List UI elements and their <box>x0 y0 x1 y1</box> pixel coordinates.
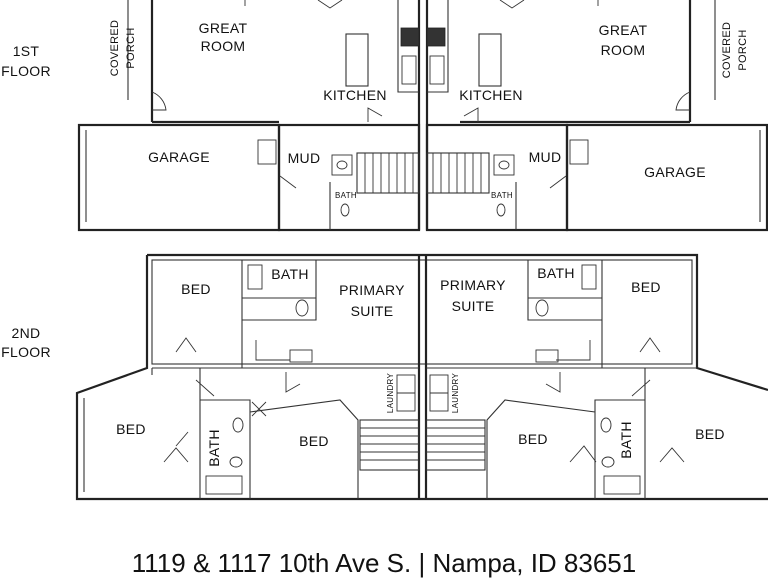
bath-upper-right-label: BATH <box>537 265 575 281</box>
toilet-lower-right-icon <box>601 456 615 468</box>
great-room-left-label-1: GREAT <box>199 20 248 36</box>
tub-lower-left-icon <box>205 475 243 495</box>
covered-porch-right-label-2: PORCH <box>737 29 749 70</box>
bath-small-right-label: BATH <box>491 191 513 200</box>
garage-right-walls <box>565 123 768 232</box>
kitchen-left-label: KITCHEN <box>323 87 387 103</box>
first-floor-label-line1: 1ST <box>13 43 40 59</box>
primary-right-label-2: SUITE <box>452 298 495 314</box>
covered-porch-left-label-1: COVERED <box>109 20 121 77</box>
second-floor-outer-wall <box>75 253 768 501</box>
kitchen-right-label: KITCHEN <box>459 87 523 103</box>
stairs-upper-left-icon <box>359 419 420 471</box>
bed-lower-far-right-label: BED <box>695 426 725 442</box>
property-address: 1119 & 1117 10th Ave S. | Nampa, ID 8365… <box>131 548 637 578</box>
first-floor-outer-wall <box>150 0 692 124</box>
stairs-left-icon <box>356 152 420 194</box>
tub-upper-left-icon <box>247 264 263 290</box>
stove-left-icon <box>400 27 420 47</box>
mud-right-walls <box>425 123 569 232</box>
sink-lower-right-icon <box>600 417 612 433</box>
toilet-lower-left-icon <box>229 456 243 468</box>
toilet-upper-left-icon <box>295 299 309 317</box>
laundry-left-label: LAUNDRY <box>386 373 395 414</box>
covered-porch-left-label-2: PORCH <box>125 27 137 68</box>
second-floor-plan: 2ND FLOOR <box>1 253 768 501</box>
bath-lower-right-label: BATH <box>618 421 634 459</box>
primary-left-label-1: PRIMARY <box>339 282 405 298</box>
garage-left-label: GARAGE <box>148 149 210 165</box>
tub-lower-right-icon <box>603 475 641 495</box>
toilet-left-icon <box>340 203 350 217</box>
bed-lower-right-label: BED <box>518 431 548 447</box>
great-room-right-label-1: GREAT <box>599 22 648 38</box>
stairs-right-icon <box>426 152 490 194</box>
bath-lower-left-label: BATH <box>206 429 222 467</box>
stove-right-icon <box>426 27 446 47</box>
sink-left-icon <box>331 154 353 176</box>
sink-right-icon <box>493 154 515 176</box>
bed-upper-right-label: BED <box>631 279 661 295</box>
toilet-upper-right-icon <box>535 299 549 317</box>
covered-porch-right-label-1: COVERED <box>721 22 733 79</box>
bed-lower-left-label: BED <box>299 433 329 449</box>
second-floor-label-line1: 2ND <box>12 325 41 341</box>
mud-left-walls <box>277 123 421 232</box>
second-floor-label-line2: FLOOR <box>1 344 51 360</box>
great-room-left-label-2: ROOM <box>201 38 246 54</box>
toilet-right-icon <box>496 203 506 217</box>
first-floor-plan: 1ST FLOOR <box>1 0 768 232</box>
stairs-upper-right-icon <box>425 419 486 471</box>
primary-right-label-1: PRIMARY <box>440 277 506 293</box>
laundry-right-label: LAUNDRY <box>451 373 460 414</box>
bath-small-left-label: BATH <box>335 191 357 200</box>
primary-left-label-2: SUITE <box>351 303 394 319</box>
bed-lower-far-left-label: BED <box>116 421 146 437</box>
first-floor-label-line2: FLOOR <box>1 63 51 79</box>
tub-upper-right-icon <box>581 264 597 290</box>
great-room-right-label-2: ROOM <box>601 42 646 58</box>
sink-lower-left-icon <box>232 417 244 433</box>
mud-right-label: MUD <box>529 149 562 165</box>
bath-upper-left-label: BATH <box>271 266 309 282</box>
garage-left-walls <box>77 123 281 232</box>
garage-right-label: GARAGE <box>644 164 706 180</box>
mud-left-label: MUD <box>288 150 321 166</box>
bed-upper-left-label: BED <box>181 281 211 297</box>
